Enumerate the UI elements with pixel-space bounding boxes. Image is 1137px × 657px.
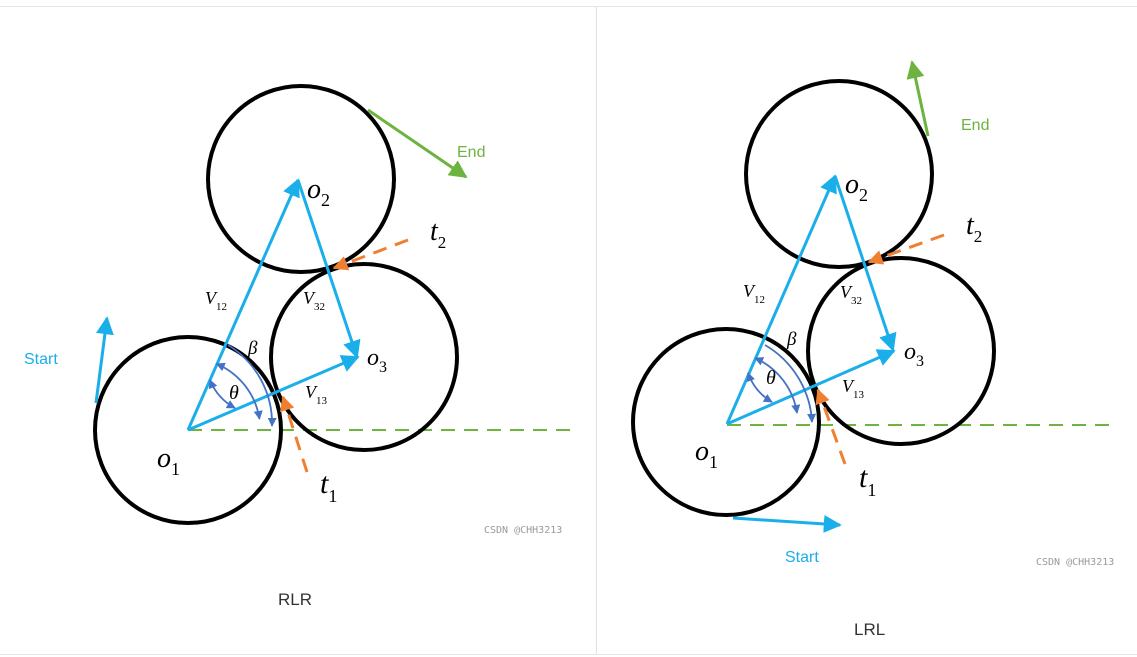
lrl-t2-arrow: [867, 233, 945, 265]
lrl-end-arrow: [906, 60, 930, 137]
rlr-label-o2: o2: [307, 174, 330, 210]
bottom-border: [0, 654, 1137, 655]
lrl-label-beta: β: [786, 329, 797, 350]
lrl-vector-v12: [725, 174, 837, 425]
lrl-inner-arc: [746, 372, 773, 403]
caption-lrl: LRL: [854, 620, 886, 639]
rlr-label-beta: β: [247, 338, 258, 359]
lrl-label-t1: t1: [859, 461, 876, 500]
lrl-circle-o2: [744, 79, 934, 269]
lrl-theta-arc: [754, 357, 801, 414]
rlr-start-label: Start: [24, 351, 58, 368]
rlr-label-v12: V12: [205, 288, 227, 313]
lrl-circle-o3: [806, 256, 996, 446]
lrl-diagram: Start End o1 o2 o3 t1 t2 V12 V32 V13 β θ: [631, 60, 1112, 566]
rlr-circle-o1: [93, 335, 283, 525]
watermark-left: CSDN @CHH3213: [484, 525, 563, 536]
rlr-end-label: End: [457, 144, 485, 161]
rlr-label-v13: V13: [305, 382, 328, 407]
lrl-end-label: End: [961, 117, 989, 134]
rlr-label-o1: o1: [157, 443, 180, 479]
rlr-circle-o2: [206, 84, 396, 274]
rlr-label-o3: o3: [367, 345, 387, 376]
rlr-label-t2: t2: [430, 216, 446, 252]
top-border: [0, 6, 1137, 7]
lrl-start-label: Start: [785, 549, 819, 566]
lrl-circle-o1: [631, 327, 821, 517]
lrl-beta-arc: [764, 344, 817, 423]
rlr-diagram: Start End o1 o2 o3 t1 t2 V12 V32 V13 β θ: [24, 84, 575, 525]
lrl-label-o3: o3: [904, 339, 924, 370]
lrl-label-o2: o2: [845, 169, 868, 205]
lrl-label-v12: V12: [743, 281, 765, 306]
rlr-theta-arc: [215, 362, 263, 420]
lrl-t1-arrow: [815, 388, 847, 465]
rlr-label-v32: V32: [303, 288, 325, 313]
caption-rlr: RLR: [278, 590, 313, 609]
rlr-t1-arrow: [279, 395, 309, 473]
watermark-right: CSDN @CHH3213: [1036, 557, 1115, 568]
panel-divider: [596, 7, 597, 654]
lrl-label-t2: t2: [966, 210, 982, 246]
rlr-vector-v32: [296, 179, 361, 359]
lrl-label-o1: o1: [695, 436, 718, 472]
lrl-label-v13: V13: [842, 376, 865, 401]
rlr-label-t1: t1: [320, 467, 337, 506]
rlr-inner-arc: [208, 379, 236, 409]
rlr-start-arrow: [94, 316, 114, 404]
rlr-label-theta: θ: [229, 382, 239, 404]
lrl-start-arrow: [732, 514, 842, 533]
lrl-vector-v32: [833, 175, 897, 352]
lrl-label-v32: V32: [840, 282, 862, 307]
rlr-circle-o3: [269, 262, 459, 452]
rlr-vector-v12: [186, 178, 300, 431]
lrl-label-theta: θ: [766, 367, 776, 389]
rlr-beta-arc: [227, 344, 277, 427]
rlr-t2-arrow: [332, 238, 409, 271]
rlr-end-arrow: [367, 108, 468, 179]
